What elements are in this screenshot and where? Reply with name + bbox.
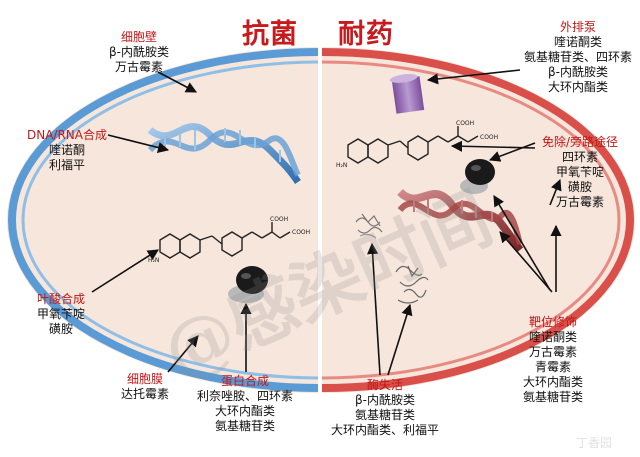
right-h2n: H₂N <box>336 162 347 169</box>
label-bypass-item: 万古霉素 <box>555 195 604 209</box>
arrow-folate <box>91 249 159 293</box>
left-cell-wall <box>8 48 318 392</box>
right-cell <box>322 47 635 393</box>
label-protein-item: 大环内酯类 <box>214 404 275 418</box>
label-bypass-item: 四环素 <box>561 150 598 164</box>
label-target-item: 喹诺酮类 <box>528 330 577 344</box>
label-enzyme-item: β-内酰胺类 <box>355 393 415 407</box>
label-protein-heading: 蛋白合成 <box>220 374 269 388</box>
arrow-target-2 <box>499 231 553 293</box>
label-bypass-heading: 免除/旁路途径 <box>541 135 619 149</box>
enzyme-protein-1 <box>355 213 383 239</box>
label-target-item: 万古霉素 <box>528 345 577 359</box>
enzyme-protein-2 <box>395 265 429 304</box>
label-protein-item: 利奈唑胺、四环素 <box>196 389 293 403</box>
right-cytoplasm <box>322 47 635 393</box>
label-folate: 叶酸合成 甲氧苄啶 磺胺 <box>26 292 96 337</box>
label-folate-heading: 叶酸合成 <box>36 292 85 306</box>
label-cell-wall: 细胞壁 β-内酰胺类 万古霉素 <box>94 30 184 75</box>
label-folate-item: 甲氧苄啶 <box>36 307 85 321</box>
label-cell-wall-item: 万古霉素 <box>114 60 163 74</box>
arrow-bypass-1 <box>488 142 536 162</box>
left-cooh-1: COOH <box>270 216 288 223</box>
label-enzyme-heading: 酶失活 <box>366 378 403 392</box>
label-target-item: 氨基糖苷类 <box>522 390 583 404</box>
label-cell-wall-item: β-内酰胺类 <box>109 45 169 59</box>
label-efflux-heading: 外排泵 <box>559 20 596 34</box>
label-bypass: 免除/旁路途径 四环素 甲氧苄啶 磺胺 万古霉素 <box>530 135 630 210</box>
arrows <box>91 69 562 376</box>
arrow-membrane <box>167 335 199 373</box>
label-membrane-item: 达托霉素 <box>120 387 169 401</box>
right-cell-membrane <box>322 60 621 380</box>
title-antibacterial: 抗菌 <box>242 19 298 50</box>
arrow-efflux <box>426 69 521 85</box>
label-bypass-item: 甲氧苄啶 <box>555 165 604 179</box>
arrow-cell-wall <box>157 71 197 93</box>
label-cell-wall-heading: 细胞壁 <box>120 30 157 44</box>
left-ribosome <box>228 266 268 303</box>
label-membrane-heading: 细胞膜 <box>126 372 163 386</box>
right-dna-helix <box>397 188 524 253</box>
arrow-bypass-3 <box>549 178 562 206</box>
watermark-corner: 丁香园 <box>576 436 613 450</box>
left-dna-helix <box>147 123 301 184</box>
label-target-heading: 靶位修饰 <box>528 315 577 329</box>
efflux-pump <box>389 74 425 114</box>
label-efflux: 外排泵 喹诺酮类 氨基糖苷类、四环素 β-内酰胺类 大环内酯类 <box>520 20 636 95</box>
title-resistance: 耐药 <box>338 19 394 50</box>
label-dna-rna: DNA/RNA合成 喹诺酮 利福平 <box>22 128 112 173</box>
right-cooh-1: COOH <box>456 120 474 127</box>
label-enzyme-item: 氨基糖苷类 <box>354 408 415 422</box>
arrow-dna-rna <box>107 134 170 153</box>
label-protein-item: 氨基糖苷类 <box>214 419 275 433</box>
label-protein: 蛋白合成 利奈唑胺、四环素 大环内酯类 氨基糖苷类 <box>190 374 300 434</box>
right-cell-wall <box>322 48 634 392</box>
right-ribosome <box>460 159 495 194</box>
label-membrane: 细胞膜 达托霉素 <box>110 372 180 402</box>
label-target-item: 大环内酯类 <box>522 375 583 389</box>
label-bypass-item: 磺胺 <box>567 180 592 194</box>
label-target: 靶位修饰 喹诺酮类 万古霉素 青霉素 大环内酯类 氨基糖苷类 <box>508 315 598 405</box>
arrow-enzyme-2 <box>387 303 413 376</box>
left-folate-molecule <box>159 222 291 259</box>
label-enzyme: 酶失活 β-内酰胺类 氨基糖苷类 大环内酯类、利福平 <box>322 378 448 438</box>
arrow-target-1 <box>493 195 551 291</box>
label-efflux-item: 大环内酯类 <box>547 80 608 94</box>
arrow-enzyme-1 <box>367 242 381 376</box>
label-enzyme-item: 大环内酯类、利福平 <box>330 423 439 437</box>
left-h2n: H₂N <box>148 257 159 264</box>
label-dna-rna-heading: DNA/RNA合成 <box>27 128 107 142</box>
label-dna-rna-item: 喹诺酮 <box>48 143 85 157</box>
left-cell-membrane <box>21 60 318 380</box>
left-cooh-2: COOH <box>292 229 310 236</box>
label-efflux-item: 氨基糖苷类、四环素 <box>523 50 632 64</box>
label-efflux-item: 喹诺酮类 <box>553 35 602 49</box>
right-cooh-2: COOH <box>480 134 498 141</box>
arrow-bypass-2 <box>450 140 536 152</box>
right-folate-molecule <box>347 126 479 164</box>
label-efflux-item: β-内酰胺类 <box>548 65 608 79</box>
label-dna-rna-item: 利福平 <box>48 158 85 172</box>
label-folate-item: 磺胺 <box>48 322 73 336</box>
label-target-item: 青霉素 <box>534 360 571 374</box>
